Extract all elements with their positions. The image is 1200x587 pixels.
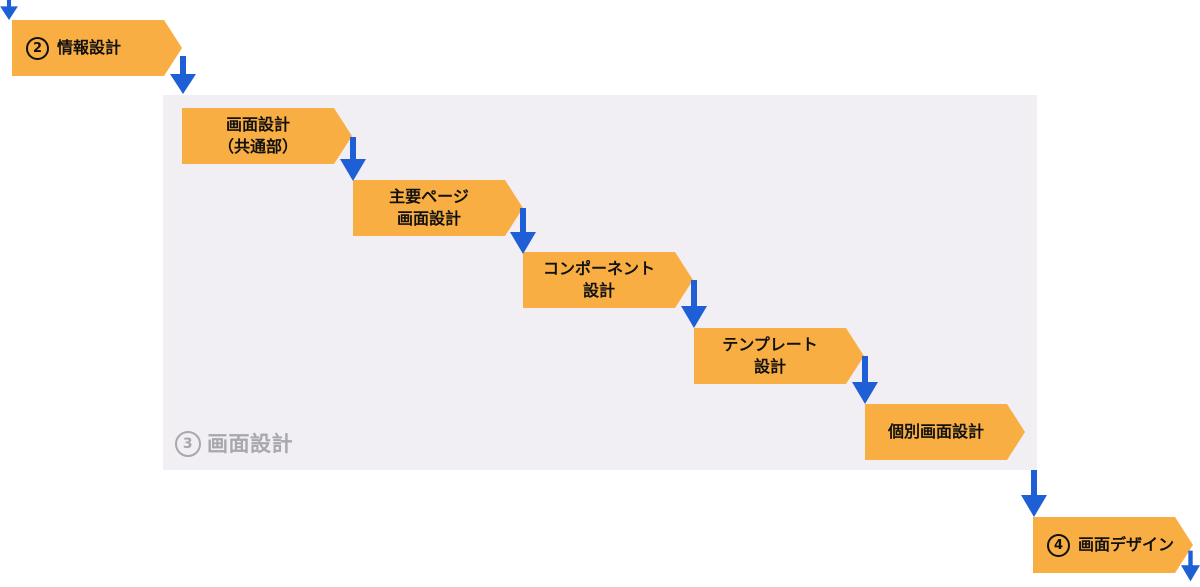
- step-label-line1: 画面設計: [225, 115, 290, 134]
- step-label: 情報設計: [57, 38, 122, 57]
- step-main-page-screen-design: 主要ページ 画面設計: [353, 180, 523, 236]
- down-arrow-icon: [510, 208, 536, 254]
- step-number: 4: [1047, 534, 1070, 557]
- step-label-line1: 主要ページ: [389, 187, 469, 206]
- step-label-line2: （共通部）: [217, 137, 298, 156]
- step-label-line1: テンプレート: [722, 335, 818, 354]
- down-arrow-icon: [681, 280, 707, 328]
- down-arrow-icon: [1181, 545, 1200, 587]
- step-label: 画面デザイン: [1078, 535, 1175, 554]
- step-number: 2: [26, 37, 49, 60]
- step-common-screen-design: 画面設計 （共通部）: [182, 108, 352, 164]
- step-information-design: 2 情報設計: [12, 20, 182, 76]
- step-individual-screen-design: 個別画面設計: [865, 404, 1025, 460]
- down-arrow-icon: [0, 0, 26, 20]
- step-screen-visual-design: 4 画面デザイン: [1033, 517, 1193, 573]
- step-component-design: コンポーネント 設計: [523, 252, 693, 308]
- down-arrow-icon: [852, 356, 878, 404]
- group-number: 3: [175, 431, 201, 457]
- step-label-line2: 設計: [582, 281, 615, 300]
- group-title: 画面設計: [207, 432, 293, 456]
- step-template-design: テンプレート 設計: [694, 328, 864, 384]
- step-label-line1: コンポーネント: [542, 259, 655, 278]
- step-label-line1: 個別画面設計: [887, 422, 984, 441]
- down-arrow-icon: [1021, 470, 1047, 517]
- step-label-line2: 画面設計: [396, 209, 461, 228]
- down-arrow-icon: [170, 56, 196, 94]
- step-label-line2: 設計: [753, 357, 786, 376]
- down-arrow-icon: [340, 137, 366, 181]
